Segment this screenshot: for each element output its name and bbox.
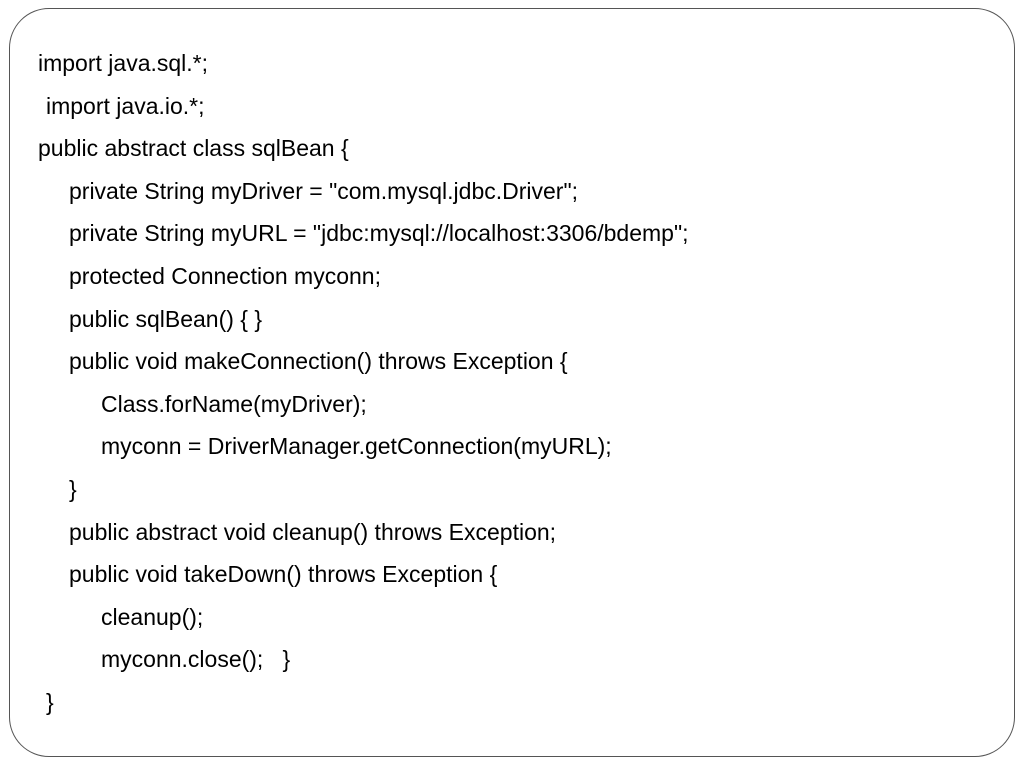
code-line: import java.io.*; xyxy=(46,92,205,119)
code-line: myconn = DriverManager.getConnection(myU… xyxy=(101,433,612,460)
code-line: public void takeDown() throws Exception … xyxy=(69,561,498,588)
code-line: private String myURL = "jdbc:mysql://loc… xyxy=(69,220,689,247)
slide-frame xyxy=(9,8,1015,757)
code-line: public abstract class sqlBean { xyxy=(38,135,349,162)
code-block: import java.sql.*; import java.io.*; pub… xyxy=(38,42,689,724)
code-line: public sqlBean() { } xyxy=(69,305,263,332)
code-line: protected Connection myconn; xyxy=(69,262,381,289)
code-line: } xyxy=(69,475,77,502)
code-line: myconn.close(); } xyxy=(101,646,291,673)
code-line: import java.sql.*; xyxy=(38,50,209,76)
code-line: public void makeConnection() throws Exce… xyxy=(69,348,568,375)
code-line: public abstract void cleanup() throws Ex… xyxy=(69,518,557,545)
code-line: } xyxy=(46,688,54,715)
code-line: Class.forName(myDriver); xyxy=(101,390,367,417)
code-line: cleanup(); xyxy=(101,603,204,630)
code-line: private String myDriver = "com.mysql.jdb… xyxy=(69,177,579,204)
